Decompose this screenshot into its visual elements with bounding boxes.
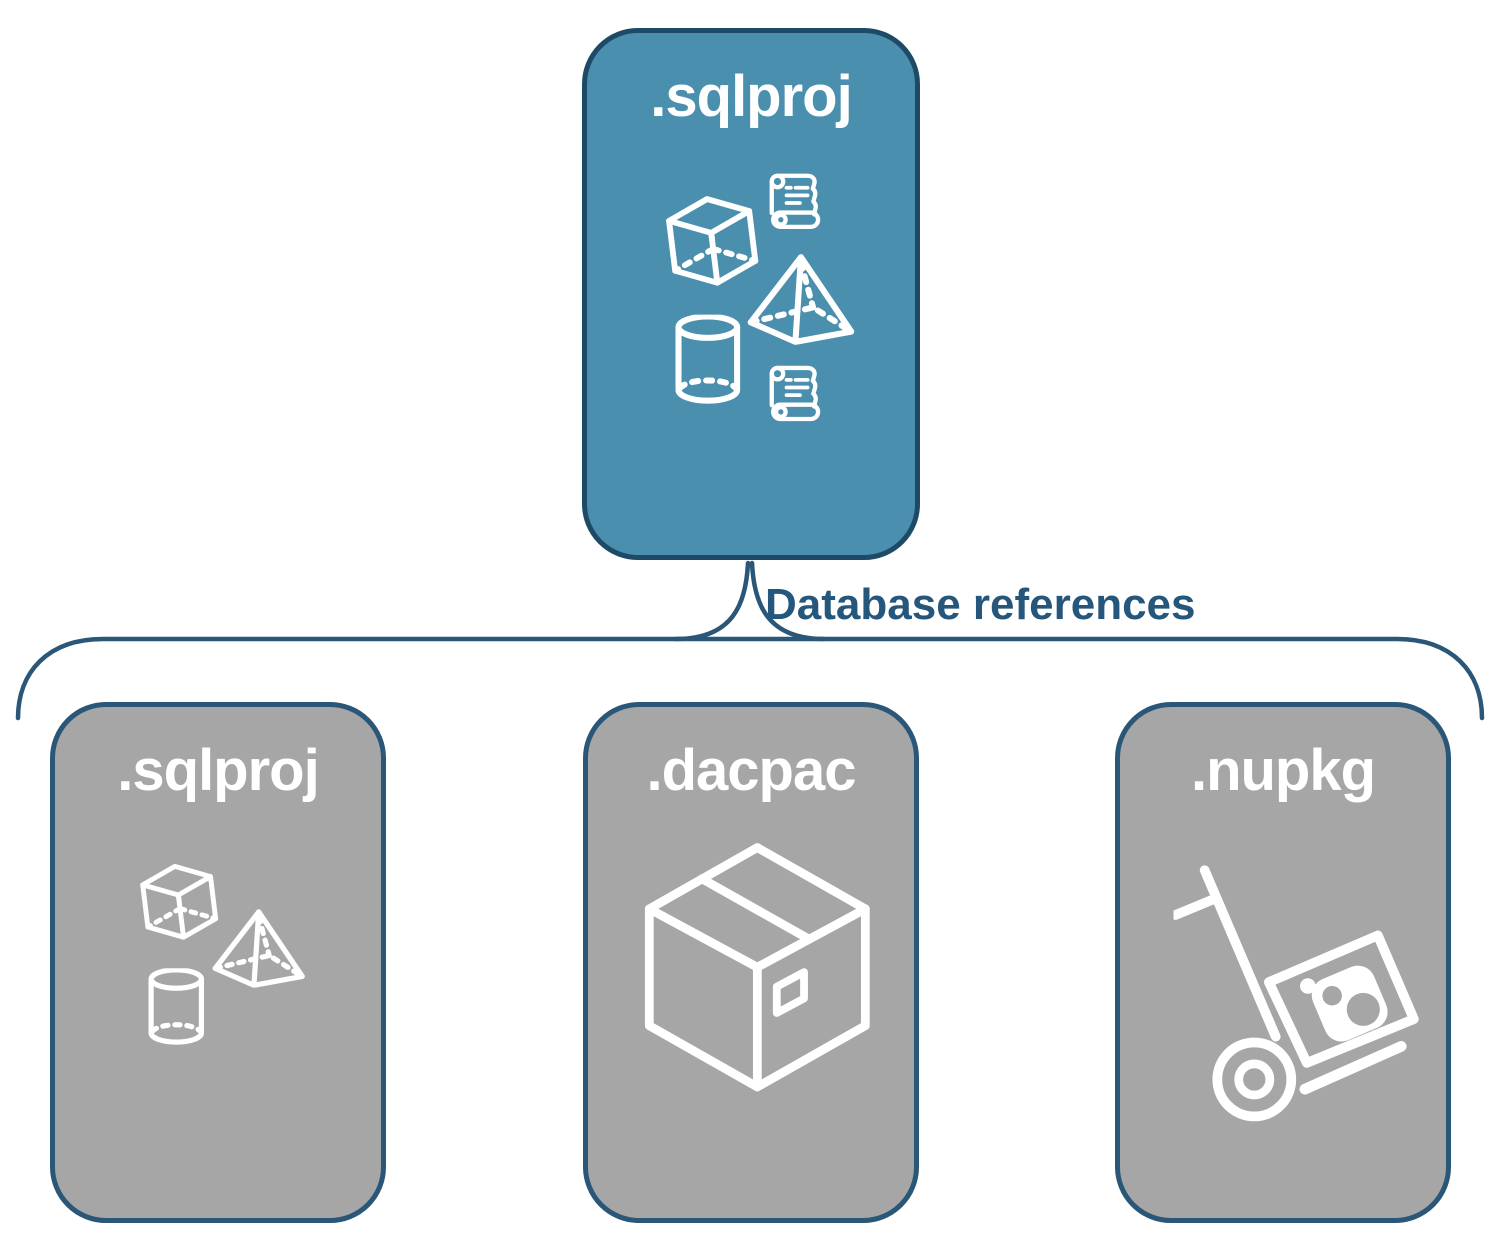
root-card-sqlproj: .sqlproj (582, 28, 920, 560)
scroll-icon (772, 176, 818, 227)
child-card-sqlproj: .sqlproj (50, 702, 386, 1223)
pyramid-icon (215, 912, 302, 985)
child-card-nupkg-icons (1120, 827, 1446, 1147)
connector-brace (15, 560, 1485, 721)
pyramid-icon (751, 257, 851, 342)
child-card-label: .sqlproj (117, 738, 319, 803)
root-card-icons (587, 153, 915, 453)
cube-icon (141, 862, 217, 941)
child-card-nupkg: .nupkg (1115, 702, 1451, 1223)
hand-truck-icon (1175, 870, 1413, 1116)
connector-label: Database references (765, 580, 1196, 629)
child-card-sqlproj-icons (55, 827, 381, 1127)
child-card-label: .dacpac (646, 738, 857, 803)
child-card-dacpac: .dacpac (583, 702, 919, 1223)
cylinder-icon (151, 970, 201, 1042)
package-box-icon (649, 848, 865, 1087)
scroll-icon (772, 368, 818, 419)
child-card-dacpac-icons (588, 827, 914, 1127)
root-card-label: .sqlproj (650, 64, 852, 129)
child-card-label: .nupkg (1190, 738, 1376, 803)
cube-icon (667, 194, 757, 288)
cylinder-icon (679, 317, 738, 401)
